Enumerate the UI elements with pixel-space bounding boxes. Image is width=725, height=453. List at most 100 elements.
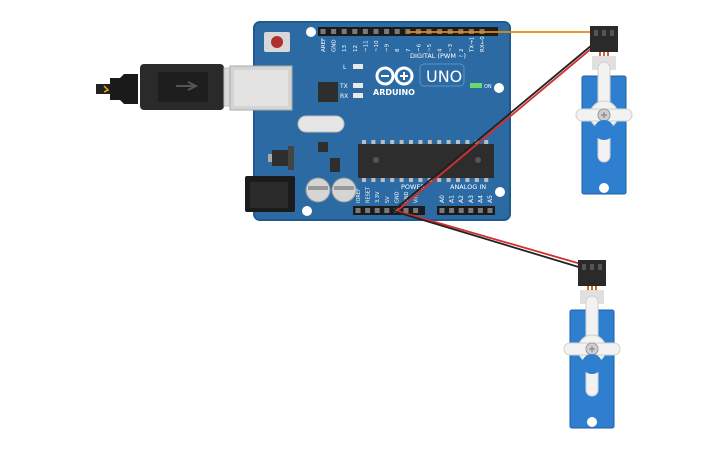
chip-pin bbox=[409, 140, 413, 144]
servo-connector bbox=[578, 260, 606, 286]
power-pin-hole[interactable] bbox=[403, 208, 409, 213]
chip-pin bbox=[399, 140, 404, 144]
arduino-logo-icon bbox=[375, 66, 414, 86]
digital-pin-hole[interactable] bbox=[394, 29, 400, 34]
crystal-oscillator bbox=[297, 115, 345, 133]
mounting-hole bbox=[306, 27, 316, 37]
chip-pin bbox=[362, 140, 366, 144]
analog-header bbox=[437, 206, 495, 215]
chip-pin bbox=[380, 140, 385, 144]
servo-connector bbox=[590, 26, 618, 52]
led-tx bbox=[353, 83, 363, 88]
power-wire-top-servo bbox=[396, 37, 605, 212]
led-rx-label: RX bbox=[340, 93, 348, 100]
chip-pin bbox=[446, 178, 451, 182]
led-l-label: L bbox=[343, 64, 347, 71]
power-pin-hole[interactable] bbox=[355, 208, 361, 213]
analog-pin-hole[interactable] bbox=[487, 208, 493, 213]
power-wire-bottom-servo bbox=[396, 210, 589, 267]
led-rx bbox=[353, 93, 363, 98]
analog-in-label: ANALOG IN bbox=[450, 183, 486, 191]
analog-pin-hole[interactable] bbox=[458, 208, 464, 213]
digital-pin-hole[interactable] bbox=[373, 29, 379, 34]
power-pin-label: 5V bbox=[385, 196, 391, 203]
power-pin-label: 3.3V bbox=[375, 191, 381, 203]
chip-pin bbox=[362, 178, 366, 182]
usb-chip bbox=[318, 82, 338, 102]
digital-pin-label: GND bbox=[332, 39, 338, 52]
digital-pin-label: 12 bbox=[353, 45, 359, 52]
chip-pin bbox=[390, 140, 395, 144]
digital-pin-label: ~11 bbox=[363, 40, 369, 52]
chip-pin bbox=[484, 140, 489, 144]
digital-header-label: DIGITAL (PWM ~) bbox=[410, 52, 466, 60]
power-pin-label: GND bbox=[394, 191, 400, 203]
power-pin-hole[interactable] bbox=[374, 208, 380, 213]
digital-pin-label: ~5 bbox=[427, 43, 433, 52]
analog-pin-label: A4 bbox=[477, 195, 484, 203]
power-pin-hole[interactable] bbox=[393, 208, 399, 213]
chip-pin bbox=[484, 178, 489, 182]
uno-model-label: UNO bbox=[426, 67, 462, 86]
digital-pin-label: 13 bbox=[342, 45, 348, 52]
analog-pin-hole[interactable] bbox=[477, 208, 483, 213]
digital-pin-label: 7 bbox=[406, 48, 412, 52]
digital-pin-hole[interactable] bbox=[362, 29, 368, 34]
ground-wire-bottom-servo bbox=[392, 210, 583, 269]
digital-pin-hole[interactable] bbox=[341, 29, 347, 34]
digital-pin-hole[interactable] bbox=[384, 29, 390, 34]
wires[interactable] bbox=[392, 31, 605, 269]
regulator bbox=[272, 150, 288, 166]
arduino-wordmark: ARDUINO bbox=[373, 88, 415, 97]
chip-pin bbox=[437, 140, 442, 144]
chip-pin bbox=[380, 178, 385, 182]
chip-pin bbox=[474, 178, 479, 182]
chip-pin bbox=[465, 178, 470, 182]
power-label: POWER bbox=[401, 183, 426, 191]
digital-pin-label: TX→1 bbox=[469, 37, 475, 53]
power-pin-hole[interactable] bbox=[413, 208, 419, 213]
analog-pin-label: A2 bbox=[458, 195, 465, 203]
mounting-hole bbox=[494, 83, 504, 93]
digital-pin-label: ~10 bbox=[374, 40, 380, 52]
chip-pin bbox=[390, 178, 395, 182]
digital-pin-label: ~9 bbox=[385, 43, 391, 52]
chip-pin bbox=[409, 178, 413, 182]
digital-pin-label: 2 bbox=[459, 49, 465, 53]
chip-pin bbox=[465, 140, 470, 144]
analog-pin-label: A0 bbox=[439, 195, 446, 203]
servo-motor-top[interactable] bbox=[575, 26, 633, 195]
chip-pin bbox=[418, 140, 423, 144]
analog-pin-hole[interactable] bbox=[439, 208, 445, 213]
digital-pin-label: 8 bbox=[395, 48, 401, 52]
power-on-led bbox=[470, 83, 482, 88]
mounting-hole bbox=[495, 187, 505, 197]
reset-button[interactable] bbox=[264, 32, 290, 52]
digital-pin-hole[interactable] bbox=[331, 29, 337, 34]
digital-pin-label: 4 bbox=[438, 48, 444, 52]
analog-pin-hole[interactable] bbox=[468, 208, 474, 213]
chip-pin bbox=[456, 140, 460, 144]
analog-pin-hole[interactable] bbox=[449, 208, 455, 213]
power-pin-hole[interactable] bbox=[365, 208, 371, 213]
mounting-hole bbox=[302, 206, 312, 216]
ground-wire-top-servo bbox=[392, 39, 599, 212]
digital-pin-label: RX←0 bbox=[480, 36, 486, 52]
digital-pin-label: ~3 bbox=[448, 43, 454, 52]
analog-pin-label: A3 bbox=[468, 195, 475, 203]
power-pin-hole[interactable] bbox=[384, 208, 390, 213]
digital-pin-hole[interactable] bbox=[352, 29, 358, 34]
chip-pin bbox=[418, 178, 423, 182]
digital-pin-hole[interactable] bbox=[320, 29, 326, 34]
chip-pin bbox=[446, 140, 451, 144]
servo-motor-bottom[interactable] bbox=[563, 260, 621, 429]
analog-pin-label: A1 bbox=[449, 195, 456, 203]
power-pin-label: RESET bbox=[366, 186, 372, 203]
power-pin-label: GND bbox=[404, 191, 410, 203]
chip-pin bbox=[427, 140, 432, 144]
power-pin-label: IOREF bbox=[356, 188, 362, 203]
chip-pin bbox=[456, 178, 460, 182]
chip-pin bbox=[371, 140, 376, 144]
